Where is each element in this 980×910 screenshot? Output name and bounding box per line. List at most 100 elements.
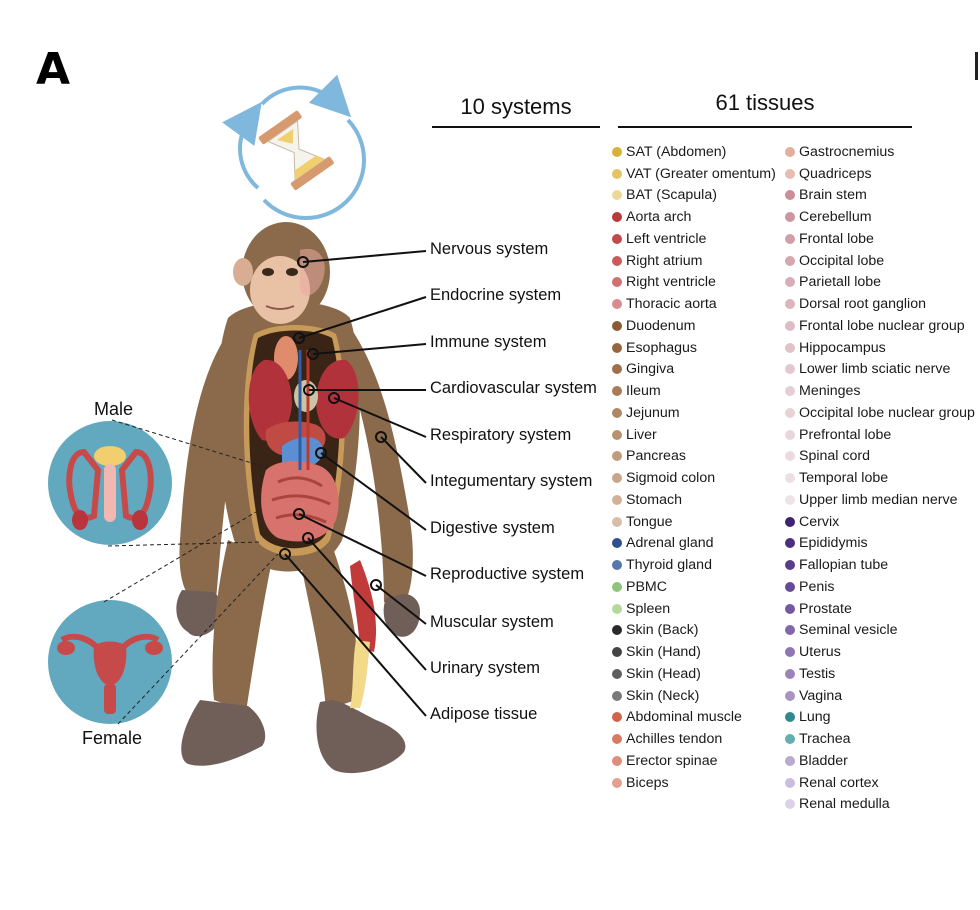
tissue-name: Skin (Back) xyxy=(626,622,699,639)
tissue-legend-item: Vagina xyxy=(785,685,975,707)
tissue-legend-item: Lung xyxy=(785,707,975,729)
tissue-name: Frontal lobe xyxy=(799,230,874,247)
systems-header: 10 systems xyxy=(460,94,572,119)
tissue-legend-item: Seminal vesicle xyxy=(785,620,975,642)
tissue-legend-item: Fallopian tube xyxy=(785,554,975,576)
tissue-legend-item: Prefrontal lobe xyxy=(785,424,975,446)
tissue-color-dot xyxy=(612,516,622,527)
tissue-name: Sigmoid colon xyxy=(626,470,716,487)
callout-marker-respiratory xyxy=(328,392,340,404)
tissue-legend-item: BAT (Scapula) xyxy=(612,185,776,207)
tissue-legend-item: Hippocampus xyxy=(785,337,975,359)
tissue-color-dot xyxy=(612,386,622,397)
callout-marker-urinary xyxy=(302,532,314,544)
tissue-legend-item: Left ventricle xyxy=(612,228,776,250)
tissue-legend-item: Spleen xyxy=(612,598,776,620)
callout-marker-immune xyxy=(307,348,319,360)
tissue-color-dot xyxy=(612,451,622,462)
tissue-legend-item: Cerebellum xyxy=(785,206,975,228)
tissue-color-dot xyxy=(612,690,622,701)
tissue-color-dot xyxy=(785,799,795,810)
tissue-color-dot xyxy=(785,451,795,462)
inset-dashed-connectors xyxy=(103,419,279,725)
tissue-color-dot xyxy=(612,255,622,266)
tissue-legend-item: Ileum xyxy=(612,380,776,402)
system-label-nervous: Nervous system xyxy=(430,240,549,258)
tissue-color-dot xyxy=(612,603,622,614)
callout-line-respiratory xyxy=(333,397,427,438)
tissue-legend-item: Aorta arch xyxy=(612,206,776,228)
tissue-legend-item: Testis xyxy=(785,663,975,685)
callout-marker-adipose xyxy=(279,548,291,560)
tissue-legend-item: Frontal lobe nuclear group xyxy=(785,315,975,337)
callout-line-urinary xyxy=(307,537,427,671)
tissue-legend-item: Jejunum xyxy=(612,402,776,424)
callout-line-digestive xyxy=(320,452,427,531)
tissue-name: Brain stem xyxy=(799,187,867,204)
system-label-cardiovascular: Cardiovascular system xyxy=(430,379,597,397)
tissue-color-dot xyxy=(612,473,622,484)
tissue-color-dot xyxy=(612,755,622,766)
tissue-color-dot xyxy=(785,320,795,331)
tissue-color-dot xyxy=(785,560,795,571)
tissue-name: Gingiva xyxy=(626,361,675,378)
system-label-urinary: Urinary system xyxy=(430,659,541,677)
tissue-name: Frontal lobe nuclear group xyxy=(799,317,965,334)
tissue-legend-item: Upper limb median nerve xyxy=(785,489,975,511)
tissue-name: Erector spinae xyxy=(626,752,718,769)
tissue-name: Renal medulla xyxy=(799,796,890,813)
tissue-legend-item: Renal cortex xyxy=(785,772,975,794)
tissue-legend-item: Trachea xyxy=(785,728,975,750)
tissue-legend-item: Right atrium xyxy=(612,250,776,272)
tissue-legend-item: VAT (Greater omentum) xyxy=(612,163,776,185)
tissue-color-dot xyxy=(785,494,795,505)
callout-line-adipose xyxy=(284,553,427,717)
callout-marker-integumentary xyxy=(375,431,387,443)
tissue-legend-item: Parietall lobe xyxy=(785,272,975,294)
tissue-name: Hippocampus xyxy=(799,339,886,356)
tissue-name: Skin (Head) xyxy=(626,665,701,682)
tissue-name: Epididymis xyxy=(799,535,868,552)
system-label-adipose: Adipose tissue xyxy=(430,705,538,723)
tissue-color-dot xyxy=(612,494,622,505)
tissue-color-dot xyxy=(612,320,622,331)
tissue-color-dot xyxy=(785,581,795,592)
tissue-color-dot xyxy=(785,668,795,679)
callout-marker-reproductive xyxy=(293,508,305,520)
tissue-legend-item: SAT (Abdomen) xyxy=(612,141,776,163)
tissue-color-dot xyxy=(785,603,795,614)
tissue-name: Bladder xyxy=(799,752,848,769)
callout-marker-nervous xyxy=(297,256,309,268)
tissue-color-dot xyxy=(785,690,795,701)
tissue-color-dot xyxy=(612,581,622,592)
tissue-color-dot xyxy=(785,473,795,484)
tissue-color-dot xyxy=(612,277,622,288)
tissue-name: Pancreas xyxy=(626,448,686,465)
tissue-legend-item: Spinal cord xyxy=(785,446,975,468)
tissue-legend-item: Adrenal gland xyxy=(612,533,776,555)
female-reproductive-organs-icon xyxy=(48,600,172,724)
tissue-legend-item: Skin (Head) xyxy=(612,663,776,685)
tissue-legend-item: Pancreas xyxy=(612,446,776,468)
male-label: Male xyxy=(94,399,134,419)
tissue-legend-item: Sigmoid colon xyxy=(612,467,776,489)
systems-header-rule xyxy=(432,126,600,128)
tissue-legend-item: Penis xyxy=(785,576,975,598)
tissue-legend-item: Meninges xyxy=(785,380,975,402)
tissue-legend-item: Temporal lobe xyxy=(785,467,975,489)
tissues-header: 61 tissues xyxy=(715,90,815,115)
tissue-legend-item: Epididymis xyxy=(785,533,975,555)
tissue-legend-item: Quadriceps xyxy=(785,163,975,185)
tissue-color-dot xyxy=(612,146,622,157)
tissue-legend-item: Cervix xyxy=(785,511,975,533)
tissue-color-dot xyxy=(612,538,622,549)
tissue-name: Quadriceps xyxy=(799,165,872,182)
tissue-name: VAT (Greater omentum) xyxy=(626,165,776,182)
female-label: Female xyxy=(82,728,143,748)
tissue-color-dot xyxy=(785,299,795,310)
tissue-name: Lung xyxy=(799,709,831,726)
tissue-legend-item: Duodenum xyxy=(612,315,776,337)
